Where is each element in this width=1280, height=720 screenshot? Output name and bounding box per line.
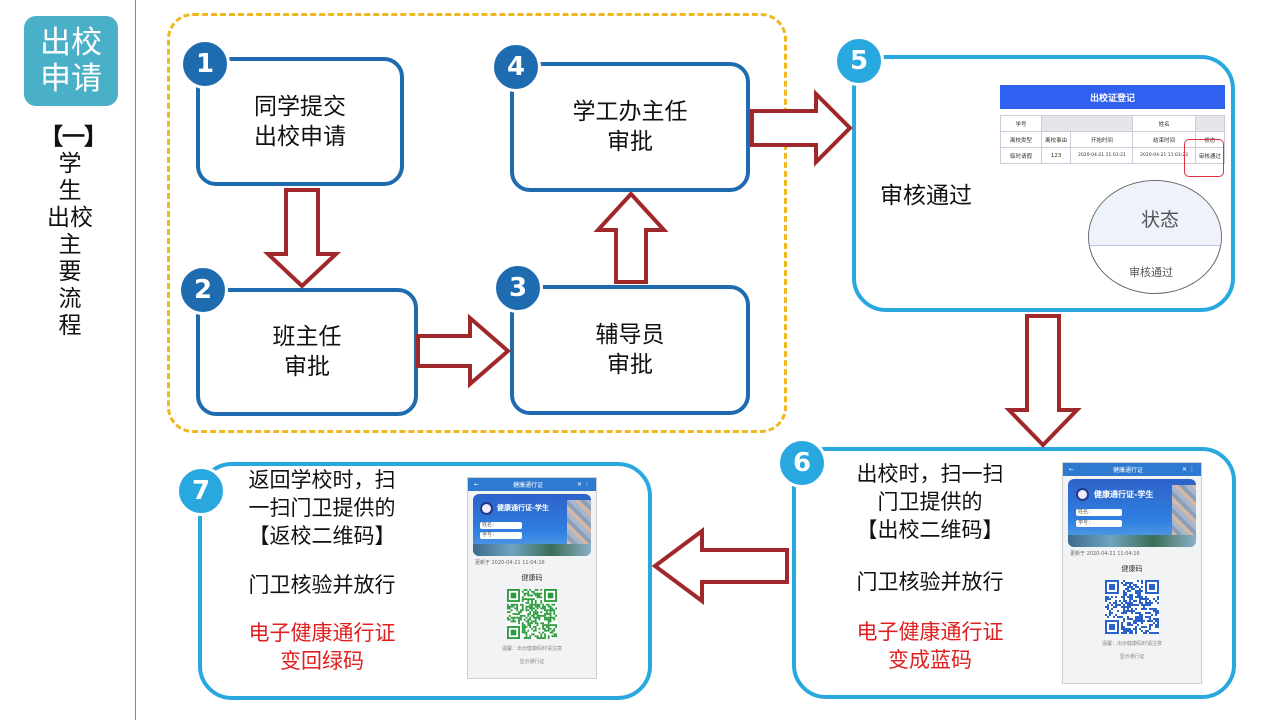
arrow-step4-to-step5 <box>750 89 853 167</box>
step-6-red1: 电子健康通行证 <box>856 620 1004 644</box>
arrow-step1-to-step2 <box>262 188 342 289</box>
blurred-photo <box>567 500 591 550</box>
step-4-box: 学工办主任 审批 <box>510 62 750 192</box>
phone-field-name: 姓名： <box>480 522 522 529</box>
phone-code-title: 健康码 <box>521 574 543 582</box>
step-1-line2: 出校申请 <box>254 123 346 150</box>
qr-code-green <box>507 589 557 639</box>
phone-close-icon: ✕ ⋮ <box>1182 466 1195 473</box>
phone-updated: 更新于 2020-04-21 11:04:16 <box>475 560 545 566</box>
badge-line-1: 出校 <box>40 25 102 61</box>
step-5-number: 5 <box>834 36 884 86</box>
status-magnifier: 状态 审核通过 <box>1088 180 1222 294</box>
school-emblem-icon <box>1076 488 1089 501</box>
phone-footer: 显示通行证 <box>519 659 545 665</box>
subtitle-bracket: 【一】 <box>40 124 107 150</box>
step-4-line2: 审批 <box>607 129 653 155</box>
step-1-line1: 同学提交 <box>254 93 346 120</box>
step-7-line1: 返回学校时，扫 <box>248 468 396 492</box>
subtitle-char: 主 <box>58 232 82 258</box>
arrow-step6-to-step7 <box>651 527 789 605</box>
phone-close-icon: ✕ ⋮ <box>577 481 590 488</box>
phone-back-icon: ← <box>474 481 480 488</box>
subtitle-char: 程 <box>58 313 82 339</box>
step-3-line2: 审批 <box>607 352 653 378</box>
register-cell: 123 <box>1040 147 1072 164</box>
approval-group-outline <box>167 13 787 433</box>
phone-field-name: 姓名： <box>1076 509 1122 516</box>
step-6-line4: 门卫核验并放行 <box>856 570 1004 594</box>
step-7-red1: 电子健康通行证 <box>248 621 396 645</box>
step-6-line2: 门卫提供的 <box>877 490 983 514</box>
phone-back-icon: ← <box>1069 466 1075 473</box>
phone-screenshot-green: ← 健康通行证 ✕ ⋮ 健康通行证-学生 姓名： 学号： 更新于 2020-04-2… <box>467 477 597 679</box>
step-7-red2: 变回绿码 <box>280 649 364 673</box>
step-6-line1: 出校时，扫一扫 <box>856 462 1004 486</box>
step-2-line2: 审批 <box>284 354 330 380</box>
step-4-number: 4 <box>491 42 541 92</box>
phone-note: 温馨：出示健康码时请注意 <box>501 646 562 652</box>
step-6-text: 出校时，扫一扫 门卫提供的 【出校二维码】 门卫核验并放行 电子健康通行证 变成… <box>825 460 1035 674</box>
step-4-line1: 学工办主任 <box>572 99 688 125</box>
step-6-number: 6 <box>777 438 827 488</box>
step-2-line1: 班主任 <box>272 324 342 350</box>
step-5-text: 审核通过 <box>880 183 972 209</box>
school-emblem-icon <box>480 502 493 515</box>
phone-topbar: 健康通行证 <box>1113 467 1144 474</box>
step-7-line2: 一扫门卫提供的 <box>248 496 396 520</box>
step-7-text: 返回学校时，扫 一扫门卫提供的 【返校二维码】 门卫核验并放行 电子健康通行证 … <box>222 466 422 675</box>
arrow-step2-to-step3 <box>416 313 512 389</box>
phone-card-title: 健康通行证-学生 <box>497 504 549 512</box>
step-6-red2: 变成蓝码 <box>888 648 972 672</box>
register-screenshot: 出校证登记 学号 姓名 离校类型 离校事由 开始时间 结束时间 状态 临时请假 … <box>1000 85 1226 183</box>
phone-screenshot-blue: ← 健康通行证 ✕ ⋮ 健康通行证-学生 姓名： 学号： 更新于 2020-04-2… <box>1062 462 1202 684</box>
step-6-line3: 【出校二维码】 <box>856 518 1004 542</box>
blurred-photo <box>1172 485 1196 541</box>
step-3-line1: 辅导员 <box>595 322 665 348</box>
subtitle-char: 生 <box>58 178 82 204</box>
register-title: 出校证登记 <box>1000 85 1225 109</box>
phone-field-id: 学号： <box>480 532 522 539</box>
phone-topbar: 健康通行证 <box>513 482 544 489</box>
phone-field-id: 学号： <box>1076 520 1122 527</box>
register-table: 学号 姓名 离校类型 离校事由 开始时间 结束时间 状态 临时请假 123 20… <box>1000 115 1226 164</box>
arrow-step3-to-step4 <box>593 191 669 284</box>
phone-code-title: 健康码 <box>1121 565 1143 573</box>
arrow-step5-to-step6 <box>1004 314 1082 448</box>
phone-note: 温馨：出示健康码时请注意 <box>1101 641 1162 647</box>
register-cell-blurred <box>1040 115 1134 132</box>
step-2-number: 2 <box>178 265 228 315</box>
step-7-line4: 门卫核验并放行 <box>248 573 396 597</box>
subtitle-char: 要 <box>58 259 82 285</box>
badge-line-2: 申请 <box>40 61 102 97</box>
phone-updated: 更新于 2020-04-21 11:04:16 <box>1070 551 1140 557</box>
phone-footer: 显示通行证 <box>1119 654 1145 660</box>
section-badge: 出校 申请 <box>24 16 118 106</box>
step-2-box: 班主任 审批 <box>196 288 418 416</box>
zoom-label: 状态 <box>1141 209 1180 231</box>
step-1-box: 同学提交 出校申请 <box>196 57 404 186</box>
register-cell-blurred <box>1194 115 1226 132</box>
status-highlight <box>1184 139 1224 177</box>
sidebar-subtitle: 【一】 学 生 出校 主 要 流 程 <box>40 124 107 340</box>
sidebar-divider <box>135 0 136 720</box>
step-7-number: 7 <box>176 466 226 516</box>
subtitle-char: 学 <box>58 151 82 177</box>
qr-code-blue <box>1105 580 1159 634</box>
subtitle-char: 出校 <box>47 205 93 231</box>
phone-card-title: 健康通行证-学生 <box>1094 490 1154 499</box>
zoom-value: 审核通过 <box>1129 266 1173 279</box>
step-7-line3: 【返校二维码】 <box>248 524 396 548</box>
step-3-box: 辅导员 审批 <box>510 285 750 415</box>
subtitle-char: 流 <box>58 286 82 312</box>
step-1-number: 1 <box>180 39 230 89</box>
step-3-number: 3 <box>493 263 543 313</box>
